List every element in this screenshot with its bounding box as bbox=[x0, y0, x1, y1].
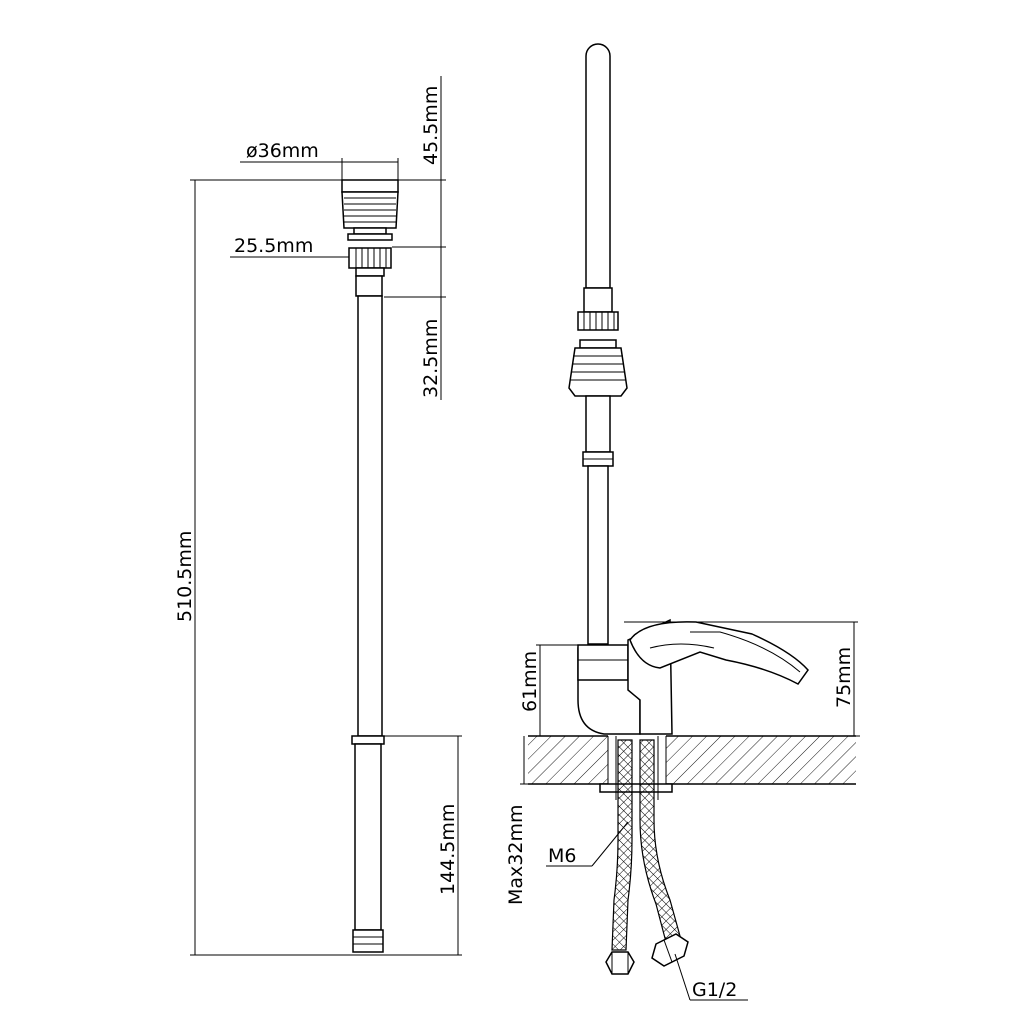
label-height-75: 75mm bbox=[833, 647, 855, 708]
label-diameter-36: ø36mm bbox=[246, 140, 319, 162]
label-width-25-5: 25.5mm bbox=[234, 235, 313, 257]
dimension-lines-left bbox=[190, 76, 462, 956]
label-height-32-5: 32.5mm bbox=[420, 319, 442, 398]
label-length-144-5: 144.5mm bbox=[437, 804, 459, 895]
spray-hose bbox=[351, 295, 385, 953]
countertop-section bbox=[528, 735, 856, 785]
label-height-61: 61mm bbox=[519, 651, 541, 712]
label-g1-2: G1/2 bbox=[692, 979, 737, 1001]
label-length-510-5: 510.5mm bbox=[174, 531, 196, 622]
spout bbox=[568, 43, 628, 645]
label-height-45-5: 45.5mm bbox=[420, 86, 442, 165]
spray-head-assembly bbox=[341, 179, 399, 241]
mounting-rod-and-hoses bbox=[599, 736, 689, 975]
spray-nut bbox=[348, 247, 392, 297]
label-max-32: Max32mm bbox=[505, 805, 527, 905]
dimension-lines-right bbox=[520, 621, 860, 1001]
label-m6: M6 bbox=[548, 845, 576, 867]
